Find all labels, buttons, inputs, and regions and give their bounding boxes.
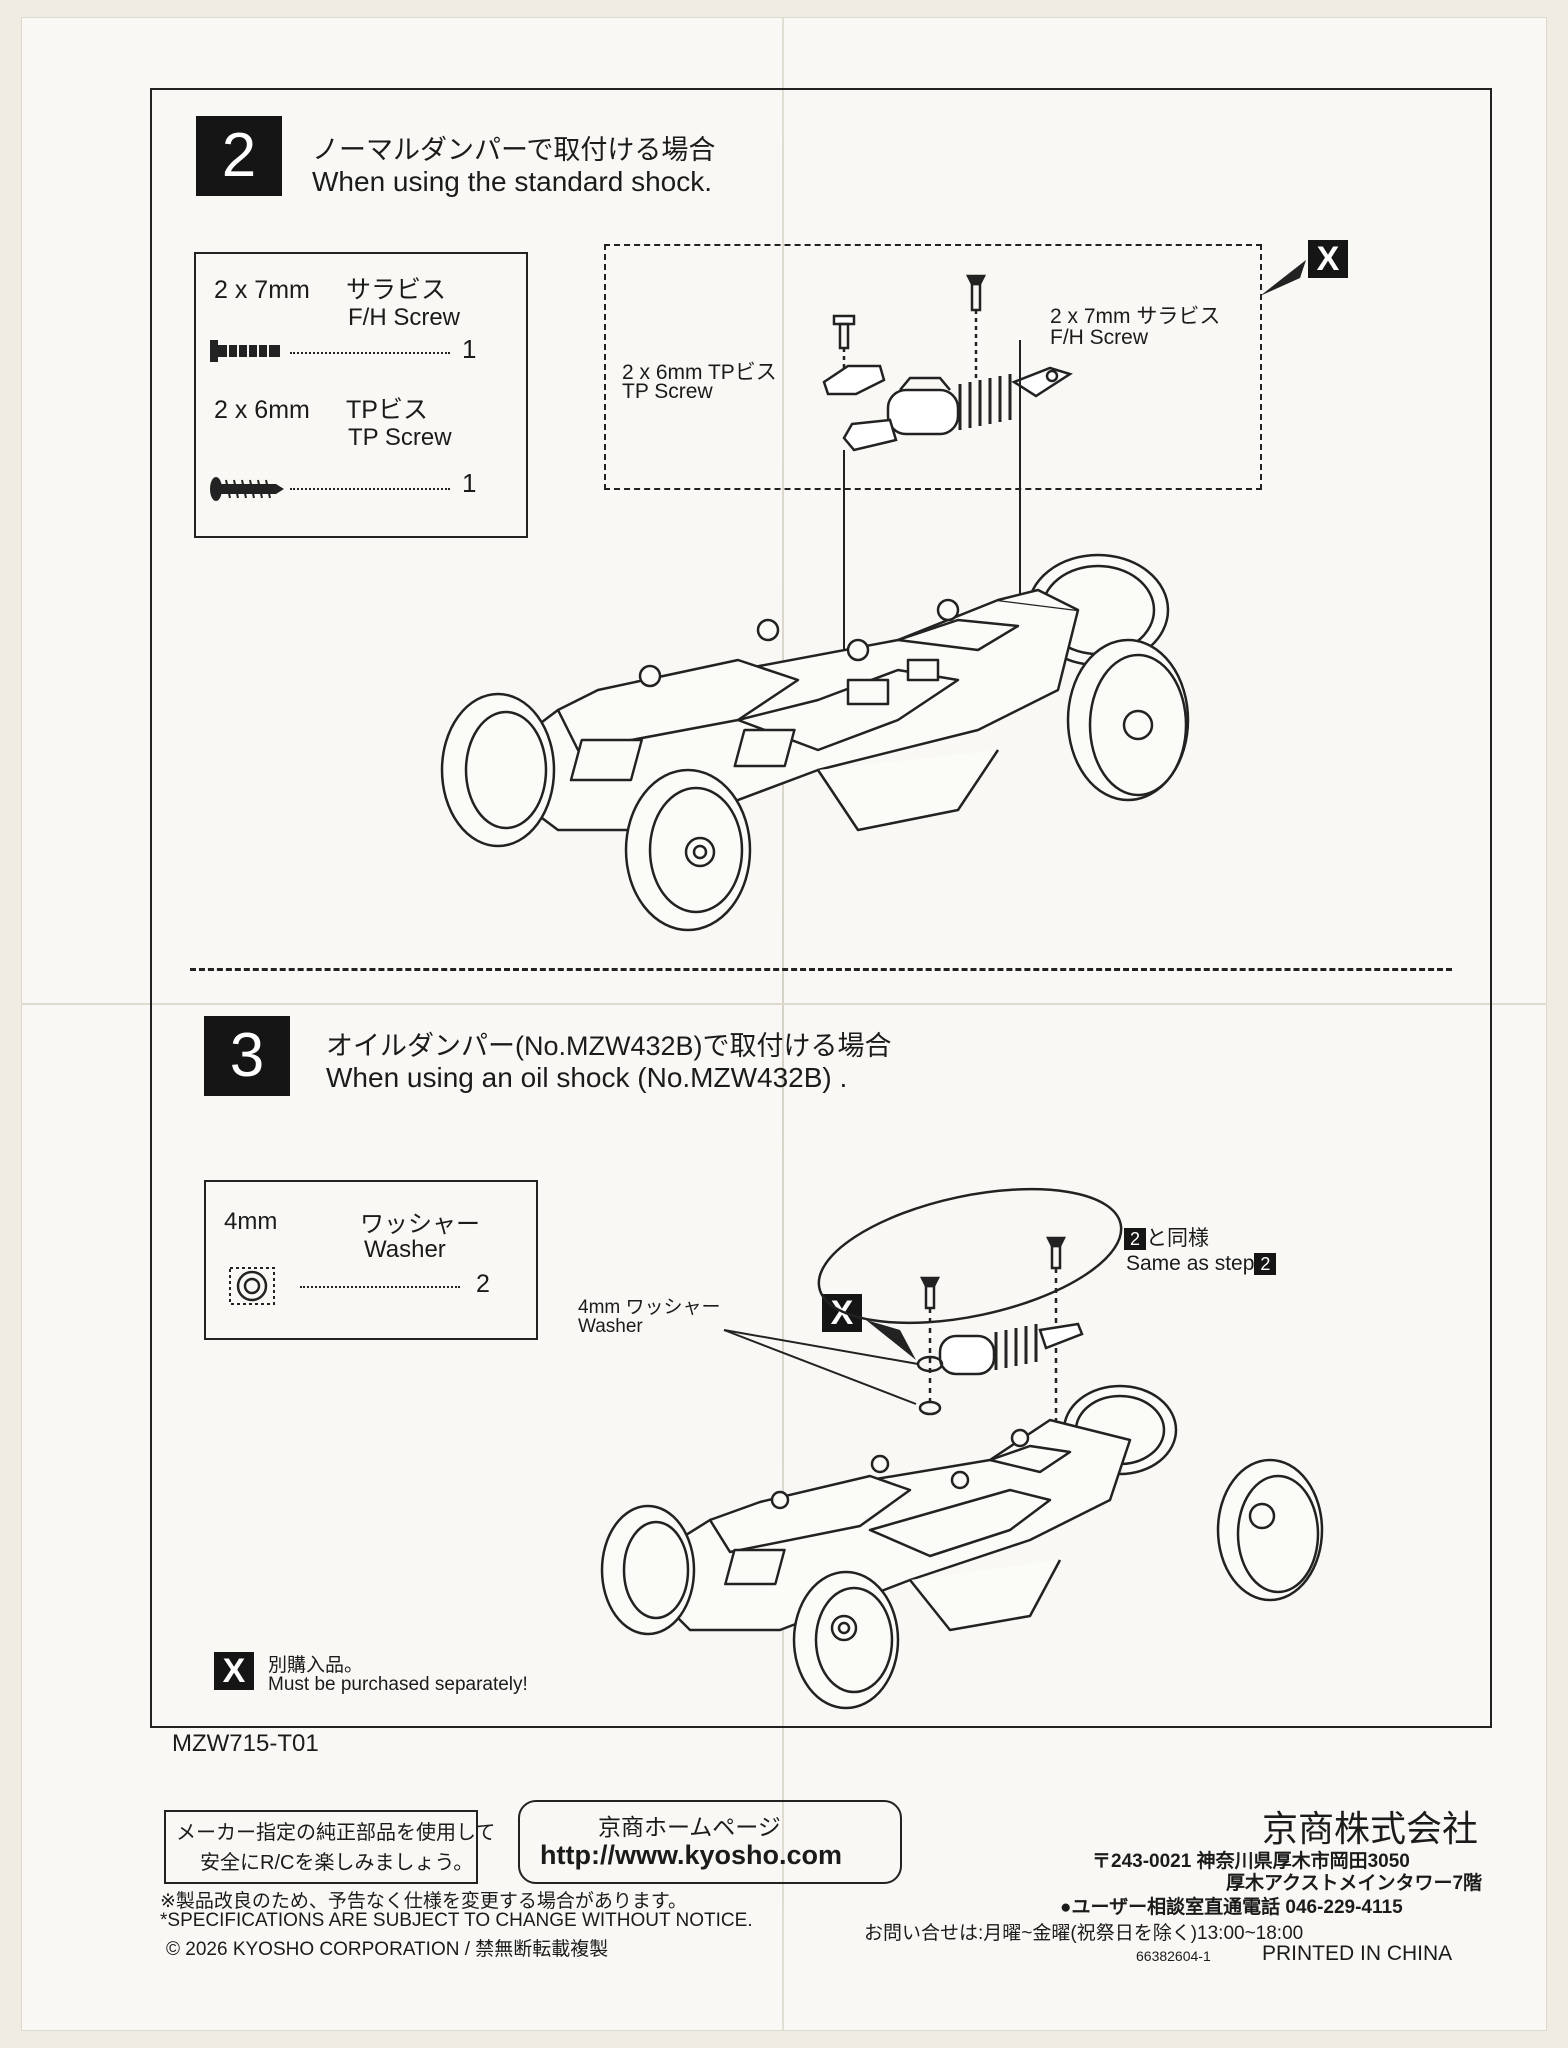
part-name-jp: TPビス xyxy=(346,396,428,424)
step-ref-badge: 2 xyxy=(1124,1228,1146,1251)
notice-en: *SPECIFICATIONS ARE SUBJECT TO CHANGE WI… xyxy=(160,1910,753,1931)
qty-leader xyxy=(290,352,450,354)
legend-jp: 別購入品。 xyxy=(268,1655,364,1676)
part-qty: 2 xyxy=(476,1270,490,1298)
genuine-line-1: メーカー指定の純正部品を使用して xyxy=(176,1822,496,1844)
qty-leader xyxy=(300,1286,460,1288)
phone: ●ユーザー相談室直通電話 046-229-4115 xyxy=(1060,1897,1403,1918)
oil-shock-drawing xyxy=(723,1187,1123,1436)
parts-box-step-3 xyxy=(204,1180,538,1340)
notice-jp: ※製品改良のため、予告なく仕様を変更する場合があります。 xyxy=(160,1891,688,1912)
legend-badge: X xyxy=(214,1652,254,1690)
fh-screw-label-jp: 2 x 7mm サラビス xyxy=(1050,305,1221,328)
homepage-box xyxy=(518,1800,902,1884)
homepage-url[interactable]: http://www.kyosho.com xyxy=(540,1840,843,1870)
paper-fold-vertical xyxy=(782,18,784,2030)
copyright: © 2026 KYOSHO CORPORATION / 禁無断転載複製 xyxy=(166,1939,609,1960)
part-name-en: TP Screw xyxy=(348,424,452,451)
section-divider xyxy=(190,968,1452,971)
step-3-number: 3 xyxy=(204,1016,290,1096)
qty-leader xyxy=(290,488,450,490)
paper-fold-horizontal xyxy=(22,1003,1546,1005)
step-2-number: 2 xyxy=(196,116,282,196)
part-name-en: F/H Screw xyxy=(348,304,461,331)
parts-box-step-2 xyxy=(194,252,528,538)
tp-screw-label-jp: 2 x 6mm TPビス xyxy=(622,361,777,384)
part-name-en: Washer xyxy=(364,1236,446,1263)
tp-screw-icon xyxy=(210,477,284,501)
address-2: 厚木アクストメインタワー7階 xyxy=(1226,1873,1483,1894)
part-size: 2 x 7mm xyxy=(214,276,310,304)
document-code: MZW715-T01 xyxy=(172,1730,319,1757)
washer-icon xyxy=(229,1267,275,1305)
step-3-title-jp: オイルダンパー(No.MZW432B)で取付ける場合 xyxy=(326,1031,892,1061)
part-qty: 1 xyxy=(462,468,477,498)
chassis-drawing-step-2 xyxy=(440,553,1190,932)
instruction-frame xyxy=(150,88,1492,1728)
part-size: 4mm xyxy=(224,1208,278,1235)
shock-parts-inset xyxy=(604,244,1262,490)
washer-label-jp: 4mm ワッシャー xyxy=(578,1297,721,1318)
same-as-en-text: Same as step xyxy=(1126,1252,1255,1275)
part-size: 2 x 6mm xyxy=(214,396,310,424)
hours: お問い合せは:月曜~金曜(祝祭日を除く)13:00~18:00 xyxy=(864,1923,1304,1944)
badge-pointer-arrow xyxy=(1260,260,1306,296)
separately-purchased-badge: X xyxy=(822,1294,862,1332)
legend-en: Must be purchased separately! xyxy=(268,1674,528,1695)
part-name-jp: ワッシャー xyxy=(360,1211,480,1238)
company-name: 京商株式会社 xyxy=(1262,1808,1479,1849)
step-2-title-jp: ノーマルダンパーで取付ける場合 xyxy=(312,135,716,165)
homepage-label: 京商ホームページ xyxy=(598,1814,781,1840)
printed-in: PRINTED IN CHINA xyxy=(1262,1942,1453,1965)
genuine-line-2: 安全にR/Cを楽しみましょう。 xyxy=(200,1852,474,1874)
step-2-title-en: When using the standard shock. xyxy=(312,166,713,197)
address-1: 〒243-0021 神奈川県厚木市岡田3050 xyxy=(1092,1851,1410,1872)
fh-screw-icon xyxy=(210,340,280,362)
separately-purchased-badge: X xyxy=(1308,240,1348,278)
step-ref-badge: 2 xyxy=(1254,1253,1277,1276)
fh-screw-label-en: F/H Screw xyxy=(1050,326,1149,349)
washer-label-en: Washer xyxy=(578,1316,643,1337)
tp-screw-label-en: TP Screw xyxy=(622,380,713,403)
part-name-jp: サラビス xyxy=(346,276,447,304)
step-3-title-en: When using an oil shock (No.MZW432B) . xyxy=(326,1062,848,1093)
print-code: 66382604-1 xyxy=(1136,1948,1211,1964)
genuine-parts-notice xyxy=(164,1810,478,1884)
standard-shock-drawing xyxy=(822,274,1073,660)
chassis-drawing-step-3 xyxy=(600,1384,1324,1710)
part-qty: 1 xyxy=(462,334,477,364)
same-as-jp-text: と同様 xyxy=(1146,1227,1209,1250)
